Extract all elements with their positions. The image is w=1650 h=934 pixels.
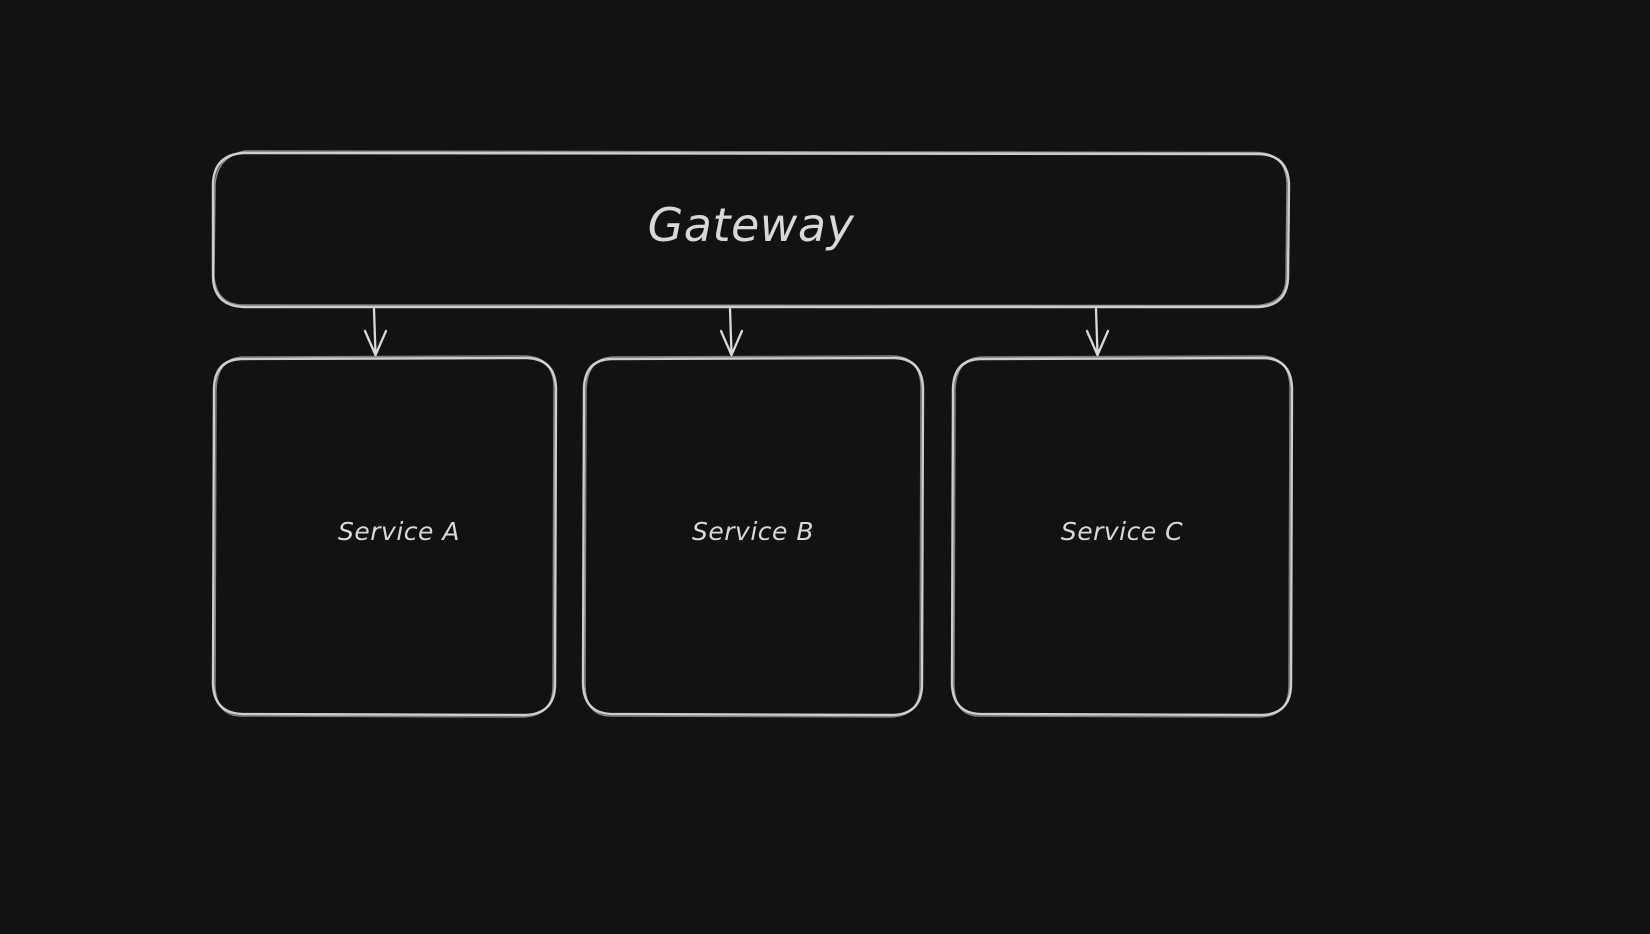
node-service-b-shape[interactable] bbox=[581, 355, 925, 718]
node-service-c-shape[interactable] bbox=[950, 355, 1294, 718]
node-gateway-shape[interactable] bbox=[211, 150, 1291, 309]
edge-gateway-service-b[interactable] bbox=[719, 307, 744, 357]
node-service-a-shape[interactable] bbox=[211, 355, 558, 718]
edge-gateway-service-c[interactable] bbox=[1085, 307, 1110, 357]
edge-gateway-service-a[interactable] bbox=[363, 307, 388, 357]
